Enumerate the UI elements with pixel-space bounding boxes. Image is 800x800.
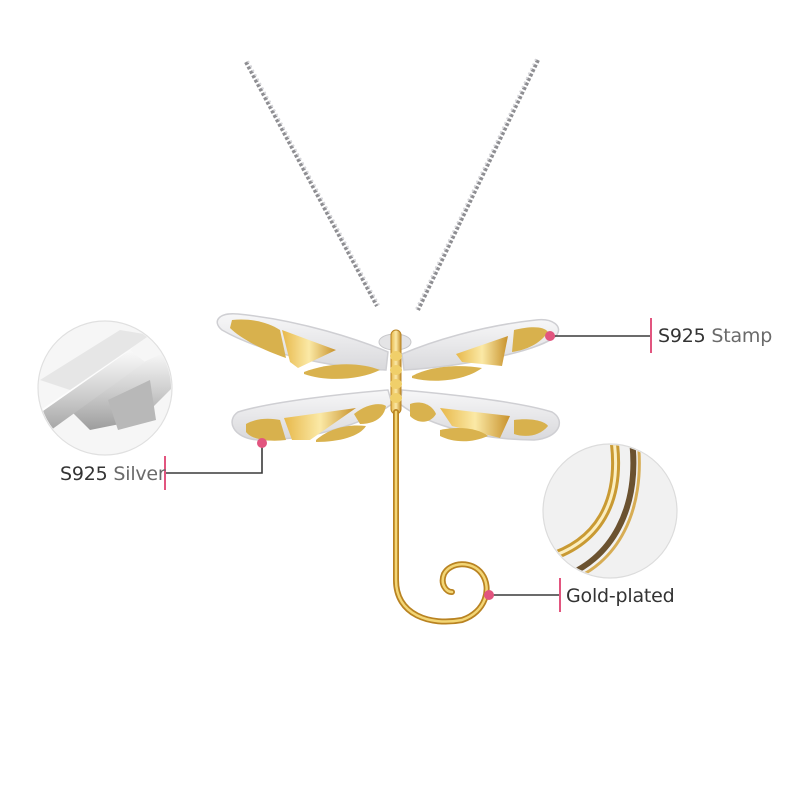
chain — [244, 58, 540, 351]
gold-label-prefix: Gold-plated — [566, 585, 675, 607]
silver-label-suffix: Silver — [113, 463, 166, 485]
leader-lines — [166, 331, 651, 600]
callout-label-gold: Gold-plated — [566, 584, 675, 608]
gold-marker-dot — [484, 590, 494, 600]
gold-wire-icon — [542, 443, 678, 579]
stamp-label-suffix: Stamp — [711, 325, 773, 347]
silver-label-prefix: S925 — [60, 463, 108, 485]
silver-label-bar — [164, 456, 166, 490]
callout-label-silver: S925 Silver — [60, 462, 166, 486]
stamp-marker-dot — [545, 331, 555, 341]
gold-label-bar — [559, 578, 561, 612]
silver-marker-dot — [257, 438, 267, 448]
silver-bars-icon — [37, 320, 173, 456]
stamp-label-prefix: S925 — [658, 325, 706, 347]
dragonfly-wings — [216, 313, 561, 442]
dragonfly-body — [390, 329, 490, 625]
callout-label-stamp: S925 Stamp — [658, 324, 772, 348]
stamp-label-bar — [650, 318, 652, 353]
